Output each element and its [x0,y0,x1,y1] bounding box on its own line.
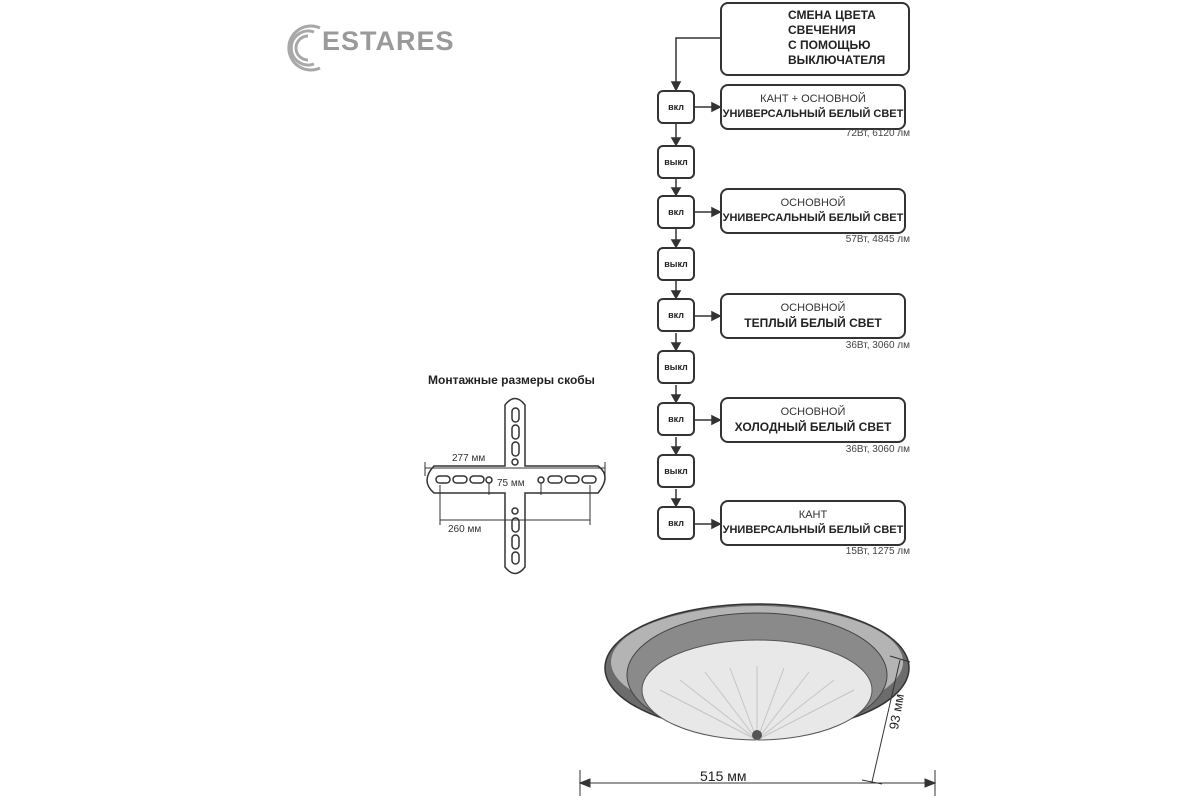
mode-box: ОСНОВНОЙ ХОЛОДНЫЙ БЕЛЫЙ СВЕТ [720,397,906,443]
dim-inner-label: 260 мм [448,524,482,535]
mode-box: КАНТ + ОСНОВНОЙ УНИВЕРСАЛЬНЫЙ БЕЛЫЙ СВЕТ [720,84,906,130]
state-box-on: вкл [657,298,695,332]
mode-box: ОСНОВНОЙ УНИВЕРСАЛЬНЫЙ БЕЛЫЙ СВЕТ [720,188,906,234]
brand-logo: ESTARES [322,26,455,56]
mode-box: КАНТ УНИВЕРСАЛЬНЫЙ БЕЛЫЙ СВЕТ [720,500,906,546]
switch-header-text: СМЕНА ЦВЕТА СВЕЧЕНИЯ С ПОМОЩЬЮ ВЫКЛЮЧАТЕ… [788,8,886,67]
state-box-on: вкл [657,402,695,436]
mode-box: ОСНОВНОЙ ТЕПЛЫЙ БЕЛЫЙ СВЕТ [720,293,906,339]
state-box-on: вкл [657,90,695,124]
mounting-bracket [424,397,606,575]
power-label: 57Вт, 4845 лм [845,234,910,245]
power-label: 15Вт, 1275 лм [845,546,910,557]
ceiling-lamp [578,603,937,796]
state-box-off: выкл [657,145,695,179]
state-box-on: вкл [657,506,695,540]
lamp-diameter-label: 515 мм [700,768,747,784]
flow-arrows [670,37,722,530]
power-label: 36Вт, 3060 лм [845,444,910,455]
state-box-on: вкл [657,195,695,229]
bracket-title: Монтажные размеры скобы [428,373,595,387]
logo-mark [287,24,321,72]
power-label: 72Вт, 6120 лм [845,128,910,139]
switch-header-box [720,2,910,76]
power-label: 36Вт, 3060 лм [845,340,910,351]
state-box-off: выкл [657,350,695,384]
dim-outer-label: 277 мм [452,453,486,464]
dim-center-label: 75 мм [497,478,525,489]
state-box-off: выкл [657,247,695,281]
state-box-off: выкл [657,454,695,488]
